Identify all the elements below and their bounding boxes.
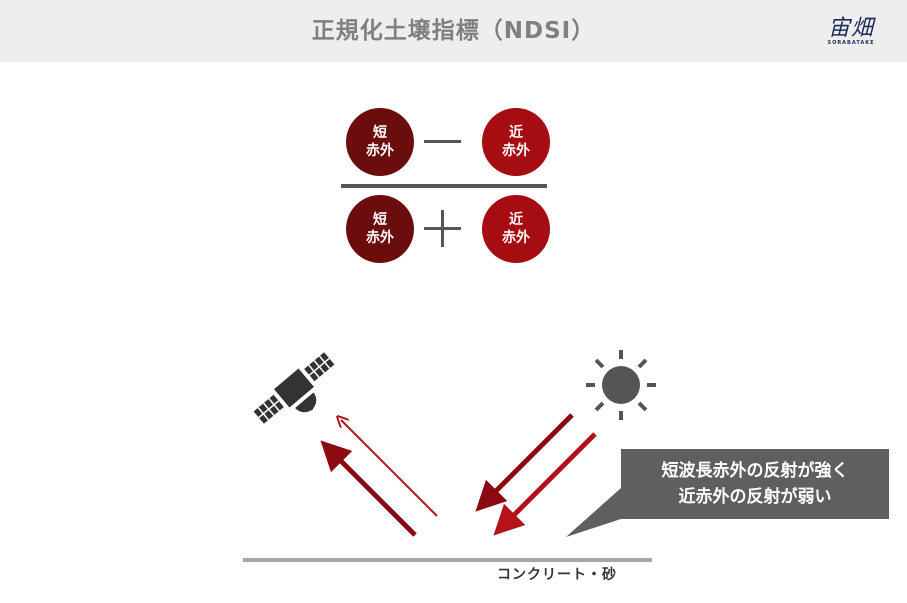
sun-icon <box>586 350 656 420</box>
nir-circle-denominator: 近 赤外 <box>482 195 550 263</box>
callout-line-1: 短波長赤外の反射が強く <box>661 461 849 481</box>
satellite-icon <box>253 352 335 424</box>
swir-circle-denominator: 短 赤外 <box>346 195 414 263</box>
logo: 宙畑 SORABATAKE <box>818 8 884 54</box>
callout-box: 短波長赤外の反射が強く 近赤外の反射が弱い <box>621 449 889 519</box>
callout-line-2: 近赤外の反射が弱い <box>678 487 832 507</box>
header-bar: 正規化土壌指標（NDSI） 宙畑 SORABATAKE <box>0 0 907 62</box>
minus-sign <box>424 140 461 143</box>
swir-circle-numerator: 短 赤外 <box>346 108 414 176</box>
page-title: 正規化土壌指標（NDSI） <box>311 18 596 44</box>
reflected-nir-arrow <box>341 420 438 517</box>
ground-label: コンクリート・砂 <box>497 567 617 583</box>
sun-disc <box>602 366 640 404</box>
ground-line <box>243 558 652 562</box>
plus-sign-vertical <box>441 210 444 247</box>
incoming-nir-arrow <box>493 432 597 536</box>
incoming-swir-arrow <box>475 413 574 512</box>
logo-text: 宙畑 <box>827 16 874 41</box>
satellite-body <box>274 368 314 408</box>
reflected-swir-arrow <box>320 440 417 537</box>
logo-subtext: SORABATAKE <box>827 40 875 46</box>
nir-circle-numerator: 近 赤外 <box>482 108 550 176</box>
fraction-bar <box>341 184 547 188</box>
sun-rays <box>586 350 656 420</box>
callout-pointer <box>566 488 621 537</box>
